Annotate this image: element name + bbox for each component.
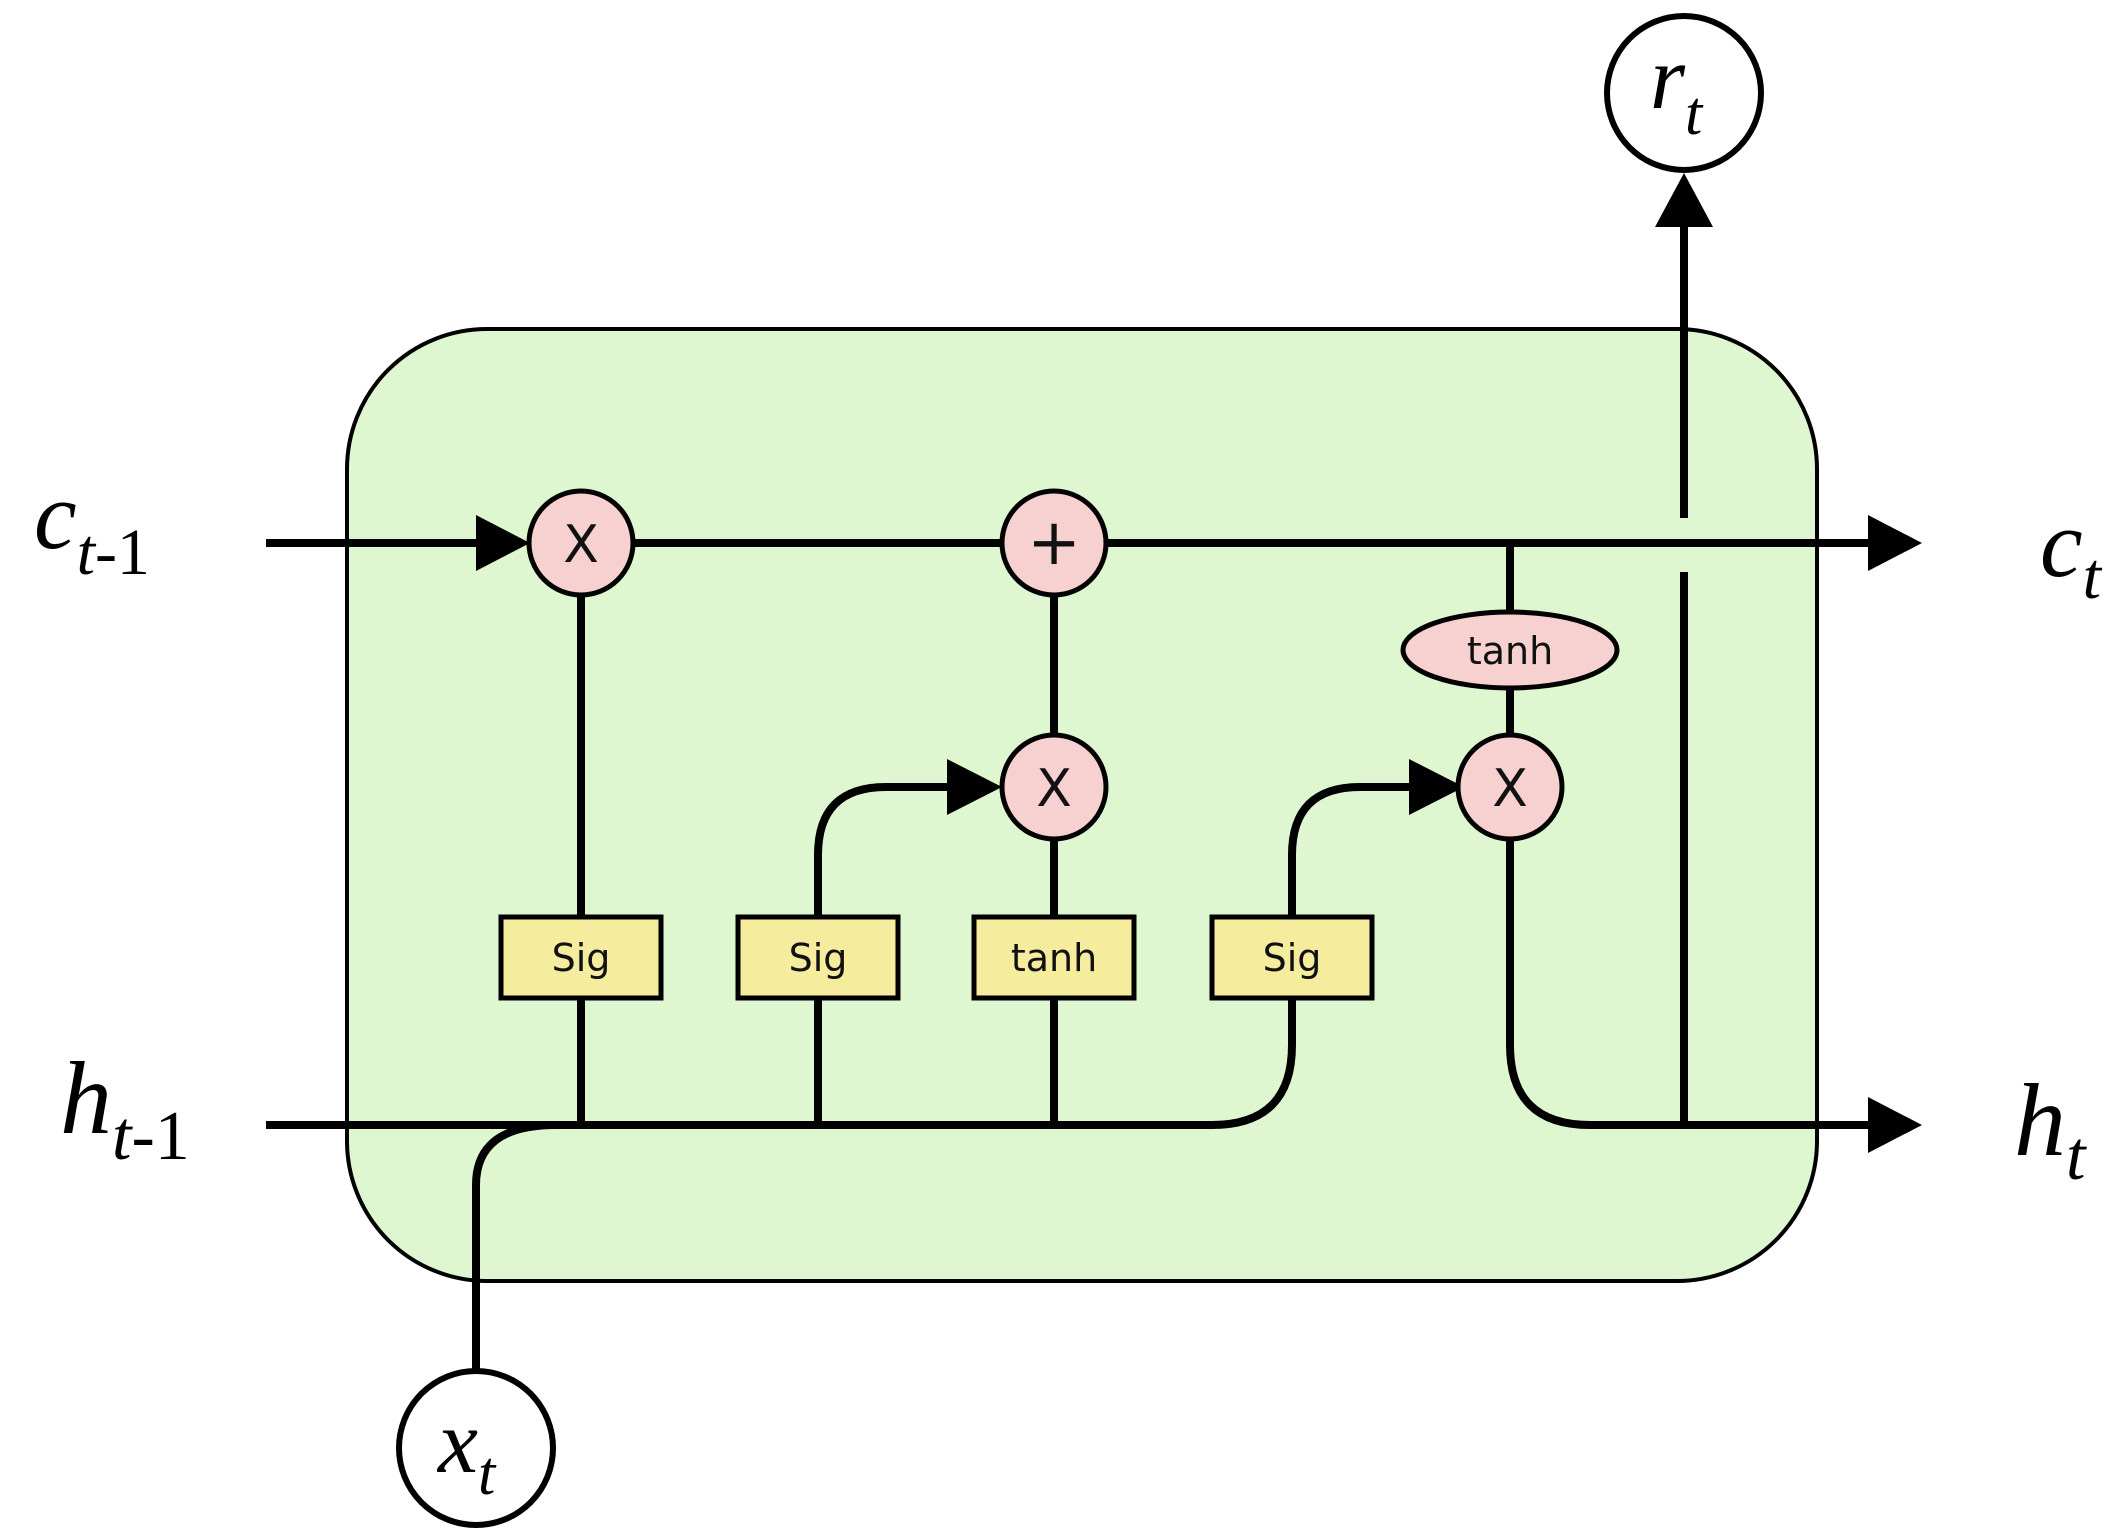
output-multiply-symbol: X <box>1492 759 1528 819</box>
x-input-label: xt <box>436 1393 497 1508</box>
forget-gate-label: Sig <box>552 936 611 980</box>
r-output-label: rt <box>1650 29 1704 148</box>
candidate-gate: tanh <box>971 914 1137 1001</box>
forget-multiply-symbol: X <box>563 515 599 575</box>
output-gate: Sig <box>1209 914 1375 1001</box>
wire-hidden-bottom <box>266 871 1296 1129</box>
arrow-h-next-out <box>1868 1097 1922 1153</box>
h-next-label: ht <box>2014 1063 2087 1195</box>
r-output-node <box>1604 13 1764 173</box>
arrow-c-next-out <box>1868 515 1922 571</box>
arrow-c-prev-in <box>476 515 530 571</box>
input-gate-label: Sig <box>789 936 848 980</box>
cell-tanh: tanh <box>1400 609 1620 691</box>
forget-gate: Sig <box>498 914 664 1001</box>
forget-multiply: X <box>526 488 636 598</box>
x-input-node <box>396 1368 556 1528</box>
output-gate-label: Sig <box>1263 936 1322 980</box>
cell-add: + <box>999 488 1109 598</box>
c-next-label: ct <box>2040 490 2103 613</box>
output-multiply: X <box>1455 732 1565 842</box>
h-prev-label: ht-1 <box>60 1041 190 1175</box>
arrow-input-to-mul <box>947 759 1002 815</box>
wire-output-to-mul <box>1288 783 1414 917</box>
cell-add-symbol: + <box>1027 506 1081 580</box>
wire-mul-to-h-next <box>1506 841 1875 1129</box>
input-multiply-symbol: X <box>1036 759 1072 819</box>
wire-x-input <box>472 1121 557 1370</box>
candidate-gate-label: tanh <box>1011 936 1097 980</box>
input-multiply: X <box>999 732 1109 842</box>
input-gate: Sig <box>735 914 901 1001</box>
wire-input-to-mul <box>814 783 952 917</box>
c-prev-label: ct-1 <box>34 462 150 589</box>
cell-tanh-label: tanh <box>1467 629 1553 673</box>
arrow-output-to-mul <box>1409 759 1464 815</box>
arrow-r-out <box>1655 173 1713 227</box>
